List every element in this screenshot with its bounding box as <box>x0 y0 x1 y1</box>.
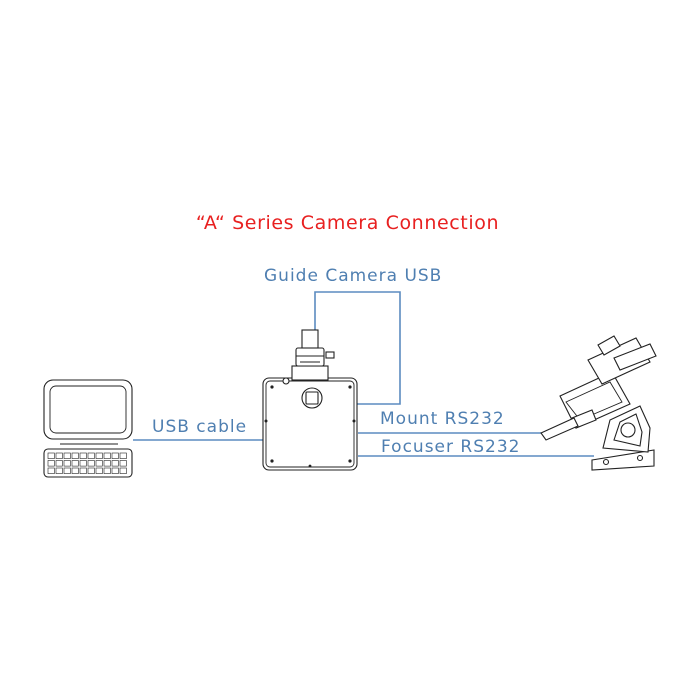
keyboard-key <box>119 467 127 474</box>
keyboard-key <box>71 460 79 467</box>
keyboard-key <box>63 460 71 467</box>
keyboard-key <box>71 452 79 459</box>
keyboard-key <box>47 460 55 467</box>
keyboard-key <box>103 452 111 459</box>
keyboard-key <box>71 467 79 474</box>
laptop-icon <box>43 379 133 478</box>
keyboard-key <box>79 452 87 459</box>
keyboard-key <box>111 460 119 467</box>
diagram-title: “A“ Series Camera Connection <box>195 212 500 234</box>
keyboard-key <box>63 467 71 474</box>
keyboard-key <box>87 460 95 467</box>
keyboard-key <box>87 452 95 459</box>
keyboard-key <box>87 467 95 474</box>
label-usb-cable: USB cable <box>152 417 248 437</box>
mount-icon <box>540 335 657 471</box>
keyboard-key <box>119 452 127 459</box>
keyboard-key <box>103 467 111 474</box>
keyboard-key <box>55 452 63 459</box>
keyboard-key <box>111 452 119 459</box>
keyboard-key <box>95 460 103 467</box>
keyboard-key <box>95 467 103 474</box>
keyboard-key <box>55 467 63 474</box>
label-guide-camera-usb: Guide Camera USB <box>264 266 443 286</box>
keyboard-key <box>79 467 87 474</box>
keyboard-key <box>119 460 127 467</box>
keyboard-key <box>79 460 87 467</box>
wire-guide-camera-usb <box>314 291 401 405</box>
main-camera-icon <box>262 329 358 471</box>
keyboard-key <box>47 467 55 474</box>
keyboard-key <box>47 452 55 459</box>
keyboard-key <box>103 460 111 467</box>
label-mount-rs232: Mount RS232 <box>380 409 505 429</box>
keyboard-key <box>111 467 119 474</box>
keyboard-key <box>95 452 103 459</box>
keyboard-key <box>55 460 63 467</box>
label-focuser-rs232: Focuser RS232 <box>381 437 521 457</box>
keyboard-key <box>63 452 71 459</box>
